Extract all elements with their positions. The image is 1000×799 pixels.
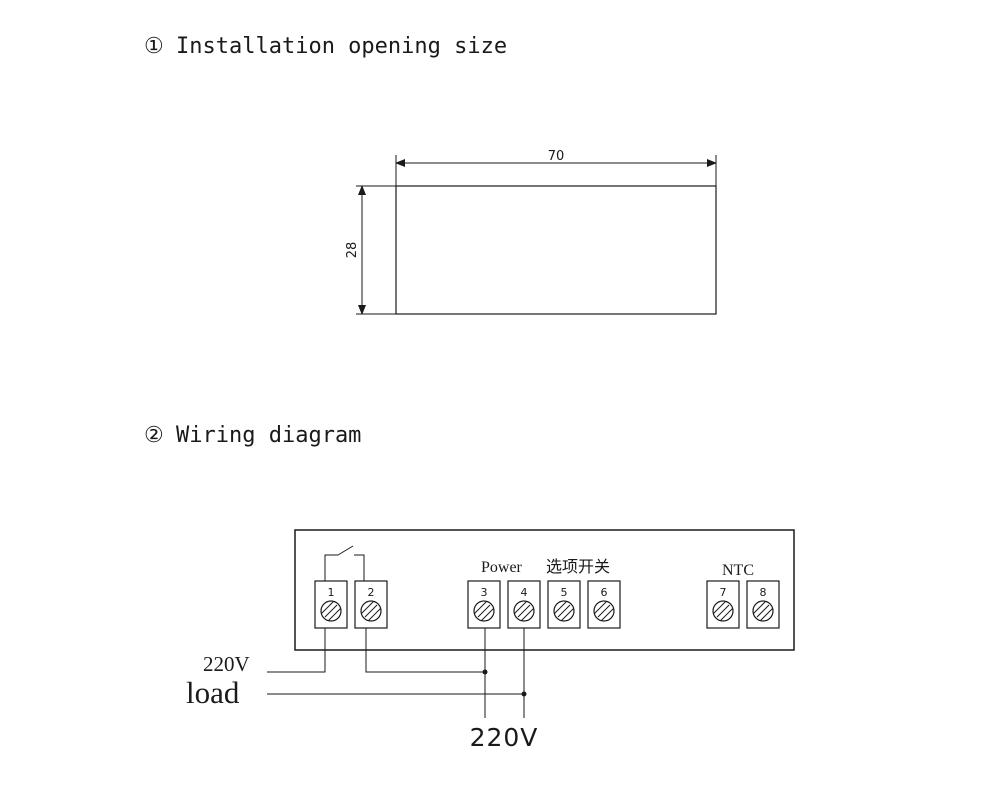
screw-slot [517,604,531,618]
terminal-number: 6 [601,586,608,599]
screw-slot [474,601,487,614]
section2-number: ② [144,423,164,448]
terminal-5: 5 [547,580,581,629]
terminal-number: 4 [521,586,528,599]
screw-slot [554,601,567,614]
terminal-number: 2 [368,586,375,599]
ntc-label: NTC [722,562,754,579]
screw-slot [477,604,491,618]
screw-slot [756,604,770,618]
terminal-number: 1 [328,586,335,599]
screw-slot [521,608,534,621]
bottom-voltage-label: 220V [470,723,539,752]
screw-slot [321,601,334,614]
width-dimension-label: 70 [548,149,565,164]
load-label: load [186,675,240,710]
relay-switch-symbol [324,545,365,581]
screw-slot [760,608,773,621]
wire-terminal-2 [365,628,485,673]
controller-body [294,529,795,651]
screw-slot [368,608,381,621]
section1-number: ① [144,34,164,59]
terminal-3: 3 [467,580,501,629]
screw-slot [328,608,341,621]
screw-slot [364,604,378,618]
screw-slot [601,608,614,621]
screw-slot [481,608,494,621]
terminal-7: 7 [706,580,740,629]
screw-slot [561,608,574,621]
terminal-number: 5 [561,586,568,599]
screw-slot [361,601,374,614]
terminal-6: 6 [587,580,621,629]
screw-slot [720,608,733,621]
power-label: Power [481,559,523,576]
option-switch-label: 选项开关 [546,558,610,576]
terminal-1: 1 [314,580,348,629]
screw-slot [716,604,730,618]
junction-dot [482,669,488,675]
screw-slot [753,601,766,614]
left-voltage-label: 220V [203,652,250,676]
screw-slot [713,601,726,614]
screw-slot [594,601,607,614]
height-dimension-label: 28 [345,242,360,259]
screw-slot [597,604,611,618]
junction-dot [521,691,527,697]
screw-slot [324,604,338,618]
terminal-number: 7 [720,586,727,599]
screw-slot [514,601,527,614]
section-wiring: ② Wiring diagram Power 选项开关 NTC 1 2 3 4 5 6 7 8… [144,423,795,752]
terminal-8: 8 [746,580,780,629]
section-installation: ① Installation opening size 70 28 [144,34,717,315]
section2-title: Wiring diagram [176,423,361,448]
terminal-number: 8 [760,586,767,599]
section1-title: Installation opening size [176,34,507,59]
terminal-4: 4 [507,580,541,629]
opening-rectangle [395,185,717,315]
terminal-2: 2 [354,580,388,629]
wire-terminal-1 [267,628,326,673]
terminal-block: 1 2 3 4 5 6 7 8 [314,580,780,629]
screw-slot [557,604,571,618]
terminal-number: 3 [481,586,488,599]
